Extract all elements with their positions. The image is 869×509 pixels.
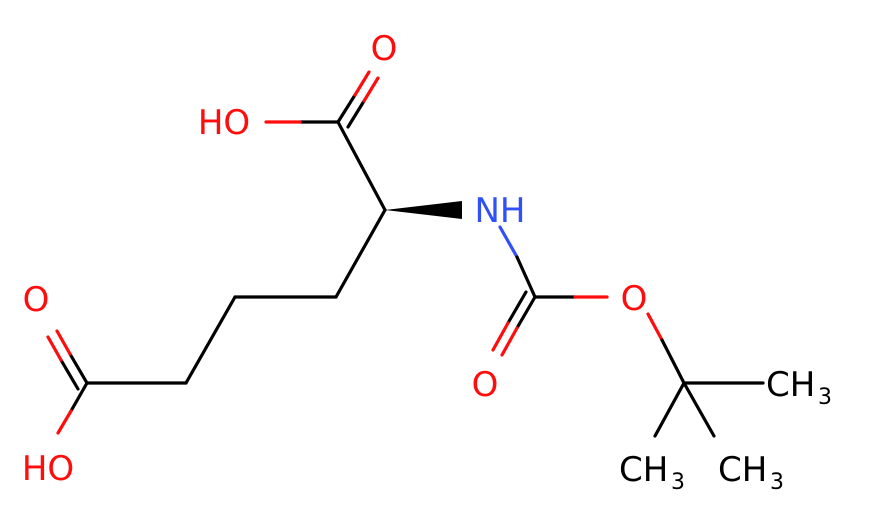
- methyl-right-label: CH: [766, 365, 815, 405]
- methyl-bottom-right: CH 3: [718, 450, 784, 495]
- bond-c8-me-bl: [653, 381, 686, 438]
- bond-n-c7-blue: [498, 225, 519, 259]
- bond-c4-c5: [184, 295, 237, 385]
- methyl-bottom-right-subscript: 3: [770, 470, 784, 495]
- bond-c1-o-b-red: [362, 76, 380, 103]
- methyl-right-subscript: 3: [818, 385, 832, 410]
- bond-c6-o-a: [68, 352, 89, 385]
- bond-c7-o-a-red: [500, 326, 519, 357]
- methyl-bottom-right-label: CH: [718, 450, 767, 490]
- atom-oh-left: HO: [22, 449, 74, 489]
- bond-c1-o-b: [346, 99, 366, 129]
- bond-n-c7: [515, 255, 537, 299]
- bond-c1-c2: [336, 120, 387, 212]
- atom-o-top: O: [371, 29, 398, 69]
- bond-oe-c8: [660, 338, 686, 385]
- atom-nh: NH: [475, 191, 526, 231]
- bond-c1-o-a: [336, 93, 357, 124]
- methyl-right: CH 3: [766, 365, 832, 410]
- atom-o-ether: O: [621, 279, 648, 319]
- bond-c6-o-b: [59, 358, 80, 391]
- bond-c7-o-b: [506, 290, 528, 325]
- methyl-bottom-left-label: CH: [619, 450, 668, 490]
- bond-oe-c8-red: [646, 312, 664, 342]
- bond-c7-o-a: [515, 295, 537, 330]
- atom-o-left: O: [23, 280, 50, 320]
- atom-o-carbonyl: O: [472, 365, 499, 405]
- bond-c6-oh-red: [56, 409, 73, 435]
- bond-c8-me-br: [682, 381, 716, 438]
- bond-c6-oh: [69, 381, 89, 413]
- bond-c1-o-a-red: [353, 70, 371, 97]
- bond-c7-o-b-red: [491, 321, 510, 352]
- bond-c6-o-b-red: [46, 335, 63, 362]
- bond-c6-o-a-red: [55, 329, 72, 356]
- atom-oh-top: HO: [198, 103, 250, 143]
- wedge-c2-n: [385, 201, 462, 219]
- methyl-bottom-left-subscript: 3: [671, 470, 685, 495]
- bond-c2-c3: [334, 208, 387, 299]
- methyl-bottom-left: CH 3: [619, 450, 685, 495]
